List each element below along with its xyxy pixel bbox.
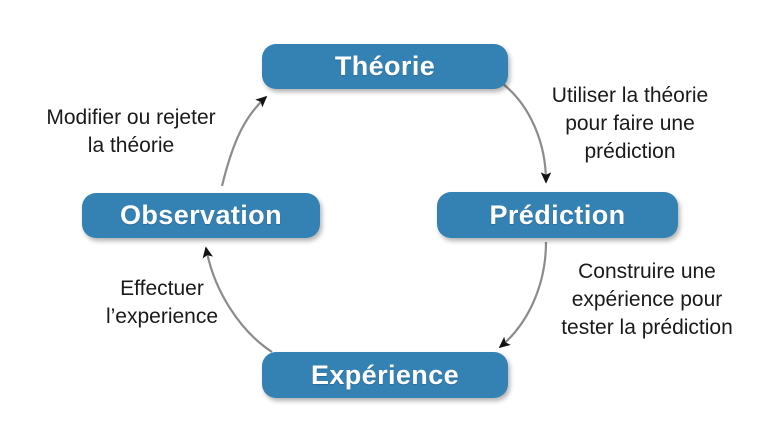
node-observation-label: Observation [120, 200, 282, 230]
node-prediction[interactable]: Prédiction [437, 192, 678, 238]
node-experience-label: Expérience [310, 359, 460, 390]
node-experience[interactable]: Expérience [262, 352, 508, 398]
node-theorie[interactable]: Théorie [262, 44, 508, 89]
edge-label-prediction-to-experience: Construire une expérience pour tester la… [561, 260, 733, 339]
edge-label-theory-to-prediction: Utiliser la théorie pour faire une prédi… [551, 84, 709, 163]
node-theorie-label: Théorie [334, 51, 436, 81]
node-prediction-label: Prédiction [489, 199, 626, 230]
edge-label-observation-to-theory: Modifier ou rejeter la théorie [46, 106, 216, 157]
edge-label-experience-to-observation: Effectuer l’experience [105, 277, 219, 328]
node-observation[interactable]: Observation [82, 193, 320, 238]
